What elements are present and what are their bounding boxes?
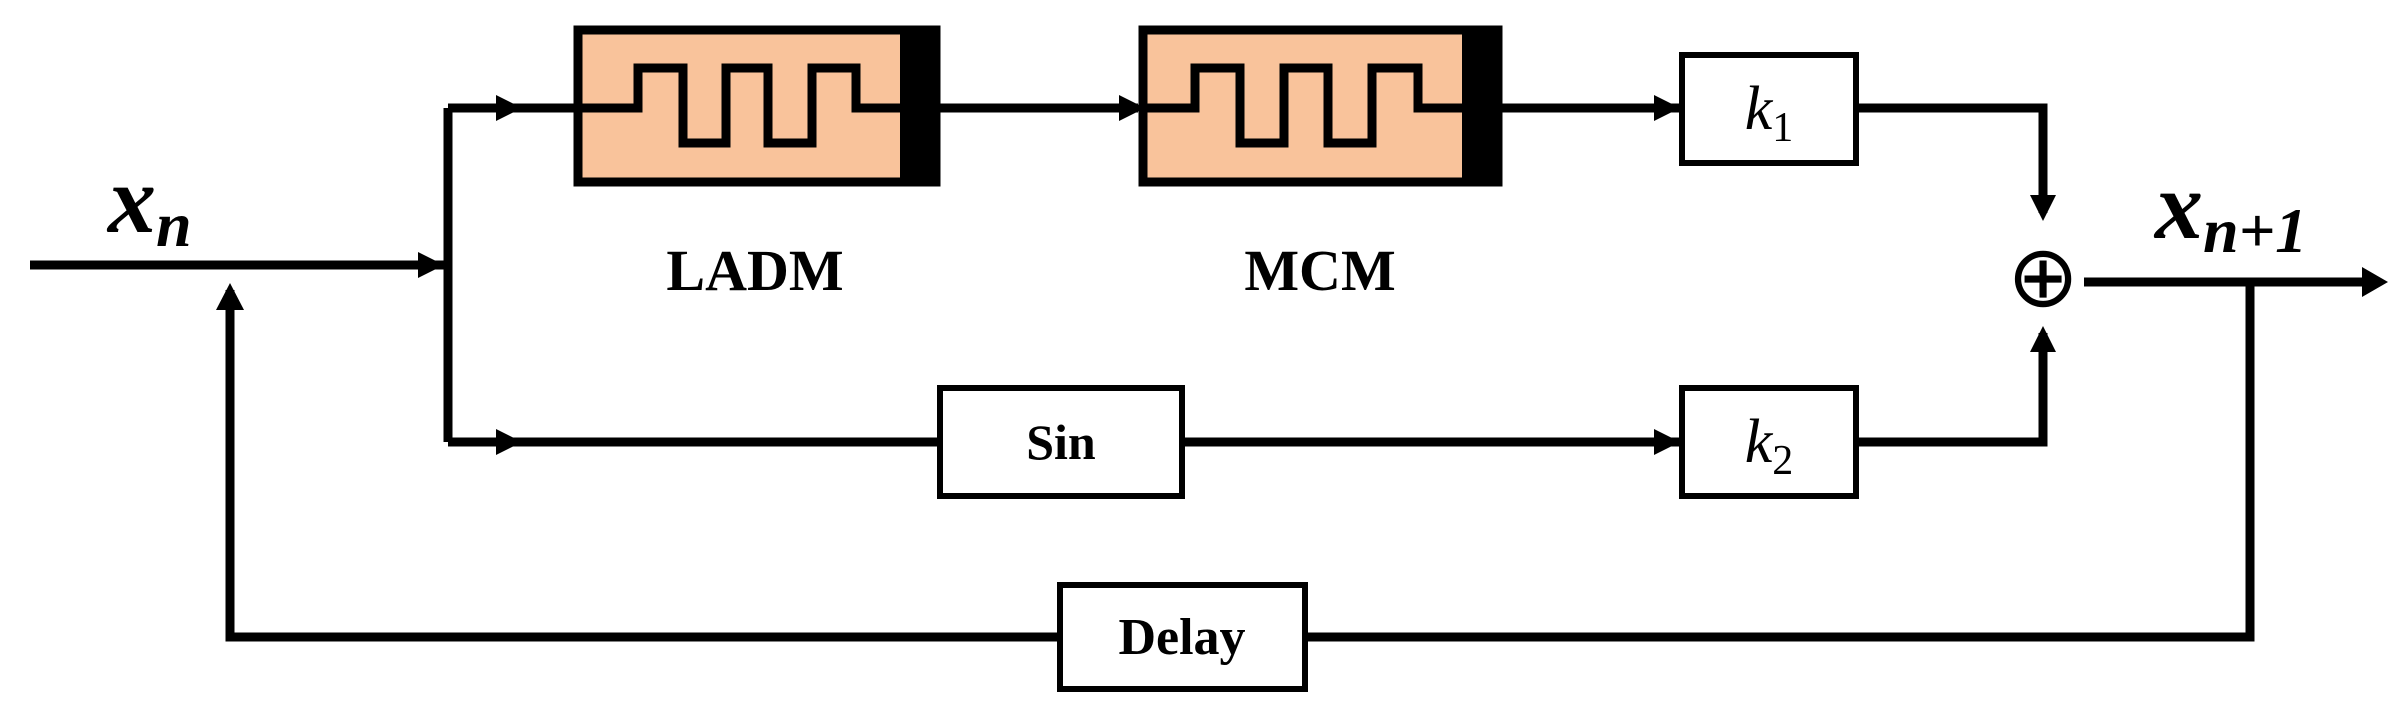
signal-wires	[30, 103, 2375, 642]
delay-label: Delay	[1118, 609, 1245, 666]
mcm-input-arrowhead	[1119, 95, 1145, 121]
sin-box	[937, 385, 1185, 499]
k1-block: k1	[1679, 52, 1859, 166]
sum-top-arrowhead	[2030, 195, 2056, 221]
mcm-label: MCM	[1244, 238, 1395, 303]
sin-label: Sin	[1026, 414, 1096, 470]
ladm-label: LADM	[666, 238, 843, 303]
k1-label: k1	[1745, 75, 1794, 151]
summing-junction: ⊕	[2007, 227, 2079, 327]
delay-box	[1057, 582, 1308, 692]
memristor-polarity-bar	[1462, 30, 1498, 182]
feedback-wire-left	[225, 290, 1060, 642]
input-variable-label: xn	[106, 146, 192, 260]
output-variable-label: xn+1	[2153, 152, 2307, 266]
bottom-branch-arrowhead	[496, 429, 522, 455]
sum-bottom-arrowhead	[2030, 326, 2056, 352]
k2-to-sum-wire	[1856, 333, 2048, 447]
feedback-arrowhead	[216, 283, 244, 310]
k2-block: k2	[1679, 385, 1859, 499]
k2-box	[1679, 385, 1859, 499]
top-branch-arrowhead	[496, 95, 522, 121]
input-arrowhead	[418, 252, 444, 278]
mcm-block	[1138, 25, 1503, 187]
memristor-zigzag	[1143, 63, 1462, 148]
memristor-zigzag	[578, 63, 900, 148]
feedback-wire-right	[1305, 282, 2255, 642]
memristor-polarity-bar	[900, 30, 936, 182]
sin-block: Sin	[937, 385, 1185, 499]
k1-box	[1679, 52, 1859, 166]
arrowheads	[216, 95, 2388, 455]
k1-input-arrowhead	[1654, 95, 1680, 121]
k2-input-arrowhead	[1654, 429, 1680, 455]
k2-label: k2	[1745, 408, 1794, 484]
ladm-block	[573, 25, 941, 187]
summing-junction-icon: ⊕	[2007, 227, 2079, 327]
output-arrowhead	[2362, 267, 2388, 297]
delay-block: Delay	[1057, 582, 1308, 692]
k1-to-sum-wire	[1856, 103, 2048, 213]
